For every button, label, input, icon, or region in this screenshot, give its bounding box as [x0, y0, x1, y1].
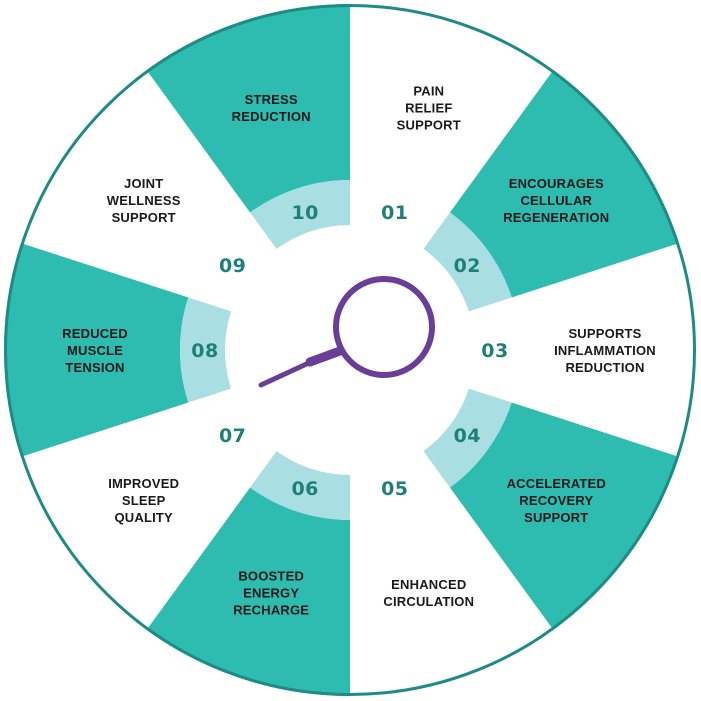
- segment-number-9: 09: [219, 255, 246, 277]
- segment-label-line: IMPROVED: [108, 476, 179, 491]
- number-band-6: [250, 451, 350, 520]
- segment-label-1: PAIN RELIEF SUPPORT: [397, 83, 461, 132]
- segment-label-8: REDUCED MUSCLE TENSION: [62, 326, 128, 375]
- segment-label-line: TENSION: [65, 360, 124, 375]
- number-band-2: [423, 212, 512, 312]
- segment-label-line: SUPPORT: [524, 510, 588, 525]
- segment-label-2: ENCOURAGES CELLULAR REGENERATION: [503, 176, 609, 225]
- magnifier-lens: [333, 276, 435, 378]
- segment-number-7: 07: [219, 425, 246, 447]
- segment-number-6: 06: [291, 478, 318, 500]
- number-band-8: [180, 297, 232, 403]
- segment-label-line: CIRCULATION: [383, 594, 474, 609]
- number-bands: [180, 180, 512, 520]
- segment-label-line: ENCOURAGES: [509, 176, 604, 191]
- segment-label-line: PAIN: [413, 83, 444, 98]
- segment-label-line: REGENERATION: [503, 210, 609, 225]
- segment-label-line: BOOSTED: [238, 569, 304, 584]
- segment-label-line: MUSCLE: [67, 343, 123, 358]
- number-band-4: [423, 388, 512, 488]
- segment-label-7: IMPROVED SLEEP QUALITY: [108, 476, 179, 525]
- segment-label-line: JOINT: [124, 176, 163, 191]
- segment-label-line: ENERGY: [243, 586, 299, 601]
- segment-labels: PAIN RELIEF SUPPORT ENCOURAGES CELLULAR REGEN…: [62, 83, 656, 617]
- segment-label-line: REDUCED: [62, 326, 128, 341]
- segment-label-line: SUPPORTS: [568, 326, 641, 341]
- segment-label-5: ENHANCED CIRCULATION: [383, 577, 474, 609]
- segment-numbers: 01 02 03 04 05 06 07 08 09 10: [191, 202, 508, 500]
- segment-label-9: JOINT WELLNESS SUPPORT: [107, 176, 181, 225]
- segment-label-line: RELIEF: [405, 100, 452, 115]
- segment-label-line: WELLNESS: [107, 193, 181, 208]
- segment-label-line: SUPPORT: [112, 210, 176, 225]
- segment-number-2: 02: [454, 255, 481, 277]
- segment-label-line: ACCELERATED: [507, 476, 606, 491]
- segment-label-10: STRESS REDUCTION: [232, 92, 311, 124]
- magnifier-handle: [258, 358, 316, 388]
- segment-label-line: CELLULAR: [520, 193, 592, 208]
- segment-number-8: 08: [191, 340, 218, 362]
- segment-label-line: STRESS: [245, 92, 298, 107]
- segment-label-line: REDUCTION: [232, 109, 311, 124]
- segment-wedge-6: [146, 487, 350, 696]
- segment-label-line: SUPPORT: [397, 117, 461, 132]
- segment-label-line: RECOVERY: [519, 493, 593, 508]
- segment-number-1: 01: [381, 202, 408, 224]
- segment-wedge-4: [449, 402, 680, 630]
- segment-label-6: BOOSTED ENERGY RECHARGE: [233, 569, 309, 618]
- segment-number-3: 03: [481, 340, 508, 362]
- magnifying-glass-icon: [258, 276, 435, 388]
- segment-label-line: QUALITY: [114, 510, 173, 525]
- segment-wedges: [3, 4, 680, 696]
- segment-label-line: ENHANCED: [391, 577, 466, 592]
- segment-wedge-8: [3, 243, 189, 457]
- segment-label-line: RECHARGE: [233, 603, 309, 618]
- segment-label-line: INFLAMMATION: [554, 343, 656, 358]
- segment-number-5: 05: [381, 478, 408, 500]
- segment-label-line: SLEEP: [122, 493, 166, 508]
- number-band-10: [250, 180, 350, 249]
- segment-number-4: 04: [454, 425, 481, 447]
- segment-wedge-2: [449, 70, 680, 298]
- segment-number-10: 10: [291, 202, 318, 224]
- segment-label-line: REDUCTION: [565, 360, 644, 375]
- wheel-rim: [4, 4, 696, 696]
- segment-wedge-10: [146, 4, 350, 213]
- segment-label-3: SUPPORTS INFLAMMATION REDUCTION: [554, 326, 656, 375]
- segment-label-4: ACCELERATED RECOVERY SUPPORT: [507, 476, 606, 525]
